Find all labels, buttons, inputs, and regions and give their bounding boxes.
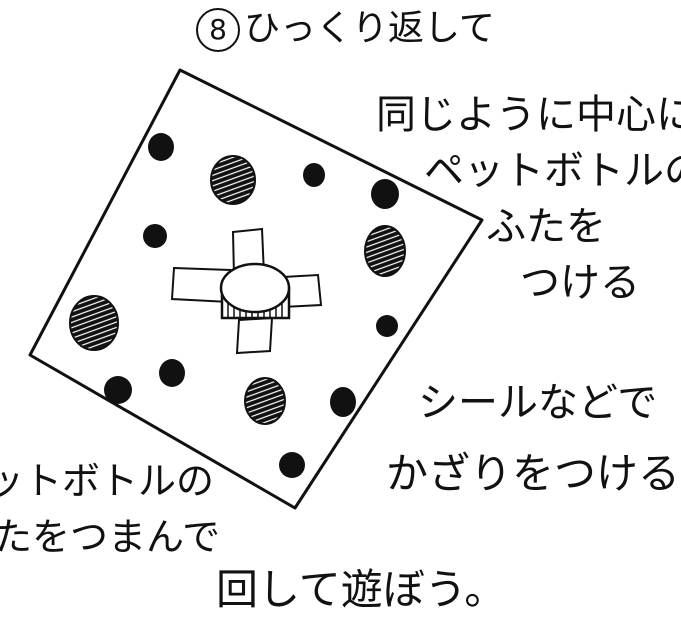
sticker-dot bbox=[104, 376, 132, 404]
decorate-line-1: シールなどで bbox=[418, 380, 657, 426]
sticker-dot bbox=[376, 315, 398, 337]
sticker-dot bbox=[365, 226, 405, 276]
sticker-dot bbox=[330, 387, 356, 417]
sticker-dot bbox=[70, 296, 118, 350]
sticker-dot bbox=[211, 156, 255, 204]
instruction-line-3: ふたを bbox=[486, 204, 606, 250]
tape-bottom bbox=[237, 318, 272, 353]
sticker-dot bbox=[159, 359, 185, 387]
play-line-1: ットボトルの bbox=[0, 460, 214, 504]
sticker-dot bbox=[279, 452, 305, 478]
decorate-line-2: かざりをつける bbox=[386, 450, 680, 498]
sticker-dot bbox=[148, 133, 174, 161]
instruction-line-2: ペットボトルの bbox=[424, 148, 681, 194]
sticker-dot bbox=[371, 179, 399, 209]
play-line-2: たをつまんで bbox=[0, 516, 220, 560]
step-number-badge: 8 bbox=[196, 8, 240, 52]
bottle-cap bbox=[221, 264, 289, 318]
step-title: ひっくり返して bbox=[244, 8, 495, 49]
sticker-dot bbox=[303, 163, 325, 187]
instruction-line-4: つける bbox=[520, 260, 640, 306]
sticker-dot bbox=[245, 378, 285, 424]
sticker-dot bbox=[143, 224, 167, 248]
instruction-line-1: 同じように中心に bbox=[376, 92, 681, 138]
play-line-3: 回して遊ぼう。 bbox=[216, 566, 506, 614]
